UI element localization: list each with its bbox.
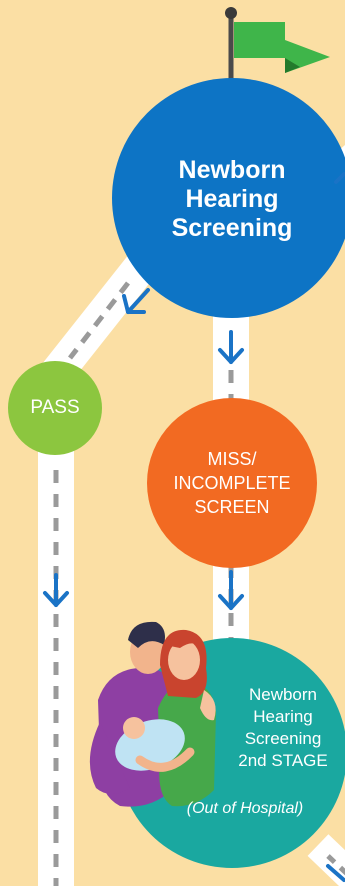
miss-label-line: MISS/ (207, 449, 257, 469)
second-stage-label-line: 2nd STAGE (238, 751, 328, 770)
arrow-down-icon (218, 330, 244, 364)
second-stage-label-line: Newborn (248, 685, 318, 704)
miss-label-line: INCOMPLETE (173, 473, 291, 493)
node-miss (147, 398, 317, 568)
node-screening (112, 78, 345, 318)
arrow-down-icon (218, 570, 244, 610)
path-lower-right (307, 834, 345, 886)
second-stage-label-line: Hearing (253, 707, 313, 726)
node-pass (8, 361, 102, 455)
arrow-down-icon (122, 288, 150, 314)
second-stage-label: Newborn Hearing Screening 2nd STAGE (228, 684, 338, 772)
second-stage-label-line: Screening (244, 729, 322, 748)
miss-label: MISS/ INCOMPLETE SCREEN (150, 447, 314, 519)
second-stage-note-text: (Out of Hospital) (186, 800, 304, 817)
pass-label-text: PASS (30, 397, 80, 418)
miss-label-line: SCREEN (194, 497, 270, 517)
pass-label: PASS (8, 397, 102, 419)
path-to-pass (41, 244, 164, 386)
arrow-down-icon (334, 172, 345, 184)
screening-label-line: Hearing (185, 185, 279, 213)
arrow-down-icon (326, 864, 345, 882)
path-pass-down (38, 440, 74, 886)
screening-label: Newborn Hearing Screening (140, 156, 324, 243)
screening-label-line: Screening (171, 214, 293, 242)
arrow-down-icon (43, 573, 69, 607)
second-stage-note: (Out of Hospital) (150, 799, 340, 819)
screening-label-line: Newborn (178, 156, 286, 184)
